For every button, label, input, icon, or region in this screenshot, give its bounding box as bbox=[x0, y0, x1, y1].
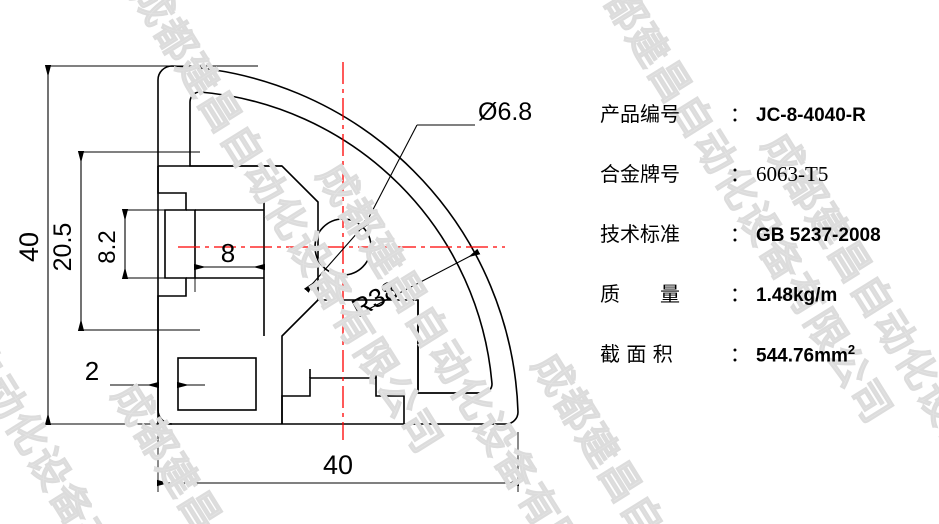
spec-label-technical-standard: 技术标准 bbox=[600, 222, 680, 246]
spec-colon: ： bbox=[730, 282, 750, 306]
spec-row-technical-standard: 技术标准 ： GB 5237-2008 bbox=[600, 218, 930, 278]
spec-value-area-exponent: 2 bbox=[847, 341, 856, 357]
spec-colon: ： bbox=[730, 102, 750, 126]
profile-outline bbox=[157, 65, 519, 425]
arc-channel-bottom-end bbox=[417, 300, 483, 394]
r38-construction bbox=[343, 162, 470, 247]
left-tslot-upper bbox=[157, 166, 187, 247]
specification-table: 产品编号 ： JC-8-4040-R 合金牌号 ： 6063-T5 技术标准 ：… bbox=[600, 98, 930, 398]
spec-colon: ： bbox=[730, 222, 750, 246]
dim-label-wall-2: 2 bbox=[85, 356, 99, 386]
arc-channel-left-end bbox=[189, 102, 282, 167]
left-slot-shelves bbox=[195, 209, 264, 279]
spec-label-alloy-grade: 合金牌号 bbox=[600, 162, 680, 186]
leader-tail-radius bbox=[339, 310, 366, 325]
hollow-chamber bbox=[177, 357, 257, 411]
spec-label-cross-section-area: 截 面 积 bbox=[600, 342, 673, 366]
spec-value-technical-standard: GB 5237-2008 bbox=[756, 225, 881, 246]
spec-row-product-code: 产品编号 ： JC-8-4040-R bbox=[600, 98, 930, 158]
dim-label-height-40: 40 bbox=[14, 232, 44, 262]
dimension-lines bbox=[44, 65, 519, 492]
inner-arc-wall bbox=[189, 91, 493, 394]
spec-value-product-code: JC-8-4040-R bbox=[756, 105, 866, 126]
spec-row-alloy-grade: 合金牌号 ： 6063-T5 bbox=[600, 158, 930, 218]
dim-label-bore-diameter: Ø6.8 bbox=[478, 98, 532, 126]
dimension-labels: 40 20.5 8.2 8 2 40 Ø6.8 R38 bbox=[14, 98, 532, 480]
spec-label-mass: 质 量 bbox=[600, 282, 680, 306]
outer-contour bbox=[157, 65, 519, 425]
spec-colon: ： bbox=[730, 342, 750, 366]
leader-tail-bore-a bbox=[365, 124, 418, 224]
left-tslot-throat bbox=[186, 209, 196, 279]
spec-label-product-code: 产品编号 bbox=[600, 102, 680, 126]
spec-colon: ： bbox=[730, 162, 750, 186]
spec-row-cross-section-area: 截 面 积 ： 544.76mm2 bbox=[600, 338, 930, 398]
leader-line-bore bbox=[304, 220, 369, 293]
bottom-tslot-throat bbox=[309, 369, 377, 378]
bottom-tslot-right bbox=[343, 377, 405, 424]
spec-value-alloy-grade: 6063-T5 bbox=[756, 162, 829, 186]
leader-line-radius bbox=[364, 248, 481, 312]
spec-value-cross-section-area: 544.76mm2 bbox=[756, 342, 855, 367]
spec-row-mass: 质 量 ： 1.48kg/m bbox=[600, 278, 930, 338]
dim-label-height-82: 8.2 bbox=[94, 230, 121, 263]
left-wall-lower bbox=[157, 336, 173, 425]
dim-label-width-40: 40 bbox=[323, 450, 353, 480]
left-tslot-lower bbox=[157, 247, 187, 336]
core-body-lower-shelf bbox=[318, 299, 483, 394]
bottom-tslot-left bbox=[281, 377, 343, 424]
dim-label-width-8: 8 bbox=[221, 238, 235, 268]
spec-value-mass: 1.48kg/m bbox=[756, 285, 838, 306]
dim-label-height-205: 20.5 bbox=[49, 223, 77, 272]
spec-value-area-number: 544.76mm bbox=[756, 345, 848, 366]
